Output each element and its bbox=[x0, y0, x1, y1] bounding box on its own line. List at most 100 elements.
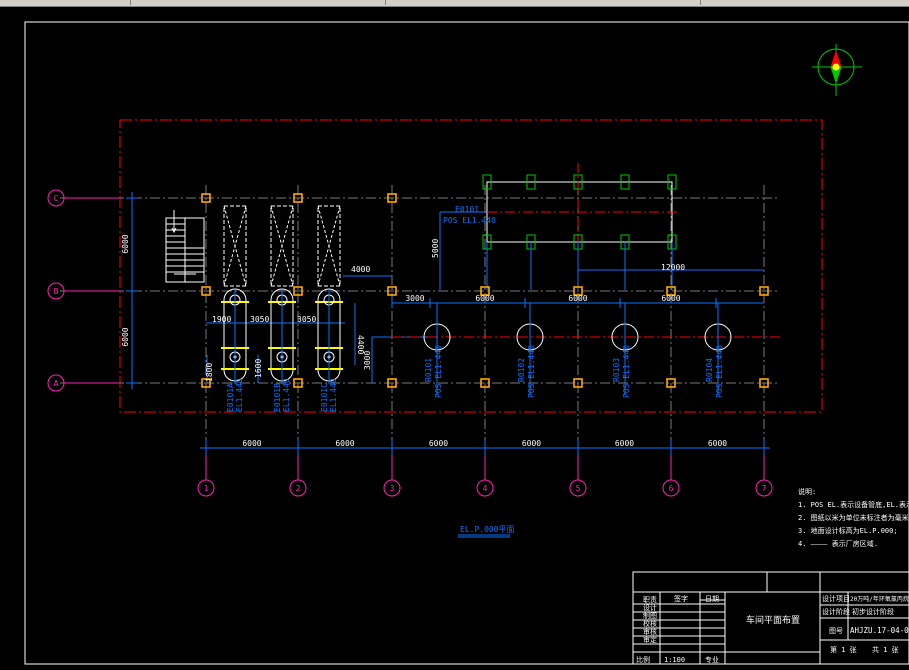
column bbox=[480, 378, 490, 388]
axis-bubble bbox=[569, 479, 587, 497]
toolbar-button[interactable] bbox=[0, 0, 131, 5]
axis-bubble bbox=[197, 479, 215, 497]
tb-drawing-title: 车间平面布置 bbox=[746, 614, 800, 626]
exchanger-pos: EL1.440 bbox=[329, 378, 338, 412]
column bbox=[387, 286, 397, 296]
column bbox=[666, 286, 676, 296]
equipment-frame-e0101 bbox=[482, 163, 680, 290]
dim-1600: 1600 bbox=[254, 359, 263, 378]
exchanger-hatch bbox=[270, 205, 294, 287]
dim-bottom: 6000 bbox=[708, 439, 727, 448]
exchanger-id: E0101A bbox=[226, 383, 235, 412]
column bbox=[293, 193, 303, 203]
dim-upper: 3000 bbox=[405, 294, 424, 303]
dimension-lines bbox=[126, 192, 780, 455]
building-boundary bbox=[119, 119, 823, 413]
dim-bottom: 6000 bbox=[522, 439, 541, 448]
tb-project-value: 20万吨/年环氧氯丙烷 bbox=[850, 595, 909, 603]
support-pad bbox=[573, 174, 583, 190]
dim-12000: 12000 bbox=[661, 263, 685, 272]
tb-role: 校核 bbox=[643, 619, 657, 628]
dim-1900: 1900 bbox=[212, 315, 231, 324]
dim-4400: 4400 bbox=[356, 335, 365, 354]
dim-4000: 4000 bbox=[351, 265, 370, 274]
column bbox=[387, 378, 397, 388]
notes-item: 4. ———— 表示厂房区域. bbox=[798, 539, 878, 548]
axis-bubble-label: A bbox=[54, 379, 59, 388]
tb-role: 审定 bbox=[643, 635, 657, 644]
reactor-id: R0102 bbox=[517, 358, 526, 382]
column bbox=[201, 378, 211, 388]
exchanger-hatch bbox=[223, 205, 247, 287]
tb-role: 设计 bbox=[643, 603, 657, 612]
dim-upper: 6000 bbox=[568, 294, 587, 303]
notes-item: 1. POS EL.表示设备管底,EL.表示标高; bbox=[798, 500, 909, 509]
axis-bubble bbox=[47, 282, 65, 300]
dim-bottom: 6000 bbox=[615, 439, 634, 448]
notes: 说明: 1. POS EL.表示设备管底,EL.表示标高; 2. 图纸以米为单位… bbox=[798, 487, 909, 548]
exchanger-id: E0101C bbox=[320, 383, 329, 412]
column bbox=[573, 378, 583, 388]
label-e0101: E0101 bbox=[455, 205, 479, 214]
dim-upper: 6000 bbox=[475, 294, 494, 303]
axis-bubble bbox=[755, 479, 773, 497]
title-block bbox=[632, 571, 909, 665]
column bbox=[293, 378, 303, 388]
support-pad bbox=[620, 174, 630, 190]
dim-bottom: 6000 bbox=[335, 439, 354, 448]
tb-date-col: 日期 bbox=[705, 595, 719, 603]
grid-lines bbox=[60, 185, 780, 478]
reactor-pos: POS EL1.440 bbox=[622, 345, 631, 398]
axis-bubble-label: 4 bbox=[483, 484, 488, 493]
dim-1800a: 1800 bbox=[205, 363, 214, 382]
column bbox=[293, 286, 303, 296]
axis-bubble bbox=[476, 479, 494, 497]
dim-3000v: 3000 bbox=[363, 351, 372, 370]
tb-extra: 专业 bbox=[705, 655, 719, 664]
axis-bubble bbox=[662, 479, 680, 497]
tb-scale-value: 1:100 bbox=[664, 656, 685, 664]
notes-title: 说明: bbox=[798, 487, 816, 496]
tb-stage-value: 初步设计阶段 bbox=[852, 607, 894, 616]
label-e0101-pos: POS EL1.440 bbox=[443, 216, 496, 225]
cad-toolbar-strip bbox=[0, 0, 909, 7]
axis-bubble-label: C bbox=[54, 194, 59, 203]
staircase bbox=[165, 210, 205, 283]
axis-bubble-label: 7 bbox=[762, 484, 767, 493]
toolbar-button[interactable] bbox=[540, 0, 701, 5]
dim-bottom: 6000 bbox=[429, 439, 448, 448]
plan-caption: EL.P.000平面 bbox=[460, 525, 515, 534]
exchanger-bundle bbox=[223, 205, 247, 287]
column bbox=[201, 193, 211, 203]
axis-bubble bbox=[47, 374, 65, 392]
column bbox=[387, 193, 397, 203]
reactor-id: R0103 bbox=[612, 358, 621, 382]
notes-item: 3. 地面设计标高为EL.P.000; bbox=[798, 526, 898, 535]
tb-total: 共 1 张 bbox=[872, 645, 899, 654]
column bbox=[573, 286, 583, 296]
reactor-pos: POS EL1.440 bbox=[715, 345, 724, 398]
north-arrow-icon bbox=[812, 44, 862, 96]
reactors bbox=[423, 303, 732, 395]
reactor-pos: POS EL1.440 bbox=[527, 345, 536, 398]
dim-5000: 5000 bbox=[431, 239, 440, 258]
reactor-pos: POS EL1.440 bbox=[434, 345, 443, 398]
dim-upper: 6000 bbox=[661, 294, 680, 303]
support-pad bbox=[667, 174, 677, 190]
dim-bottom: 6000 bbox=[242, 439, 261, 448]
exchanger-pos: EL1.440 bbox=[282, 378, 291, 412]
column bbox=[666, 378, 676, 388]
axis-bubble-label: 2 bbox=[296, 484, 301, 493]
reactor-id: R0101 bbox=[424, 358, 433, 382]
column bbox=[759, 378, 769, 388]
toolbar-button[interactable] bbox=[300, 0, 386, 5]
support-pad bbox=[526, 174, 536, 190]
exchanger-id: E0101B bbox=[273, 383, 282, 412]
dim-3050b: 3050 bbox=[297, 315, 316, 324]
tb-sheet: 第 1 张 bbox=[830, 645, 857, 654]
tb-role: 审核 bbox=[643, 627, 657, 636]
axis-bubble-label: 5 bbox=[576, 484, 581, 493]
